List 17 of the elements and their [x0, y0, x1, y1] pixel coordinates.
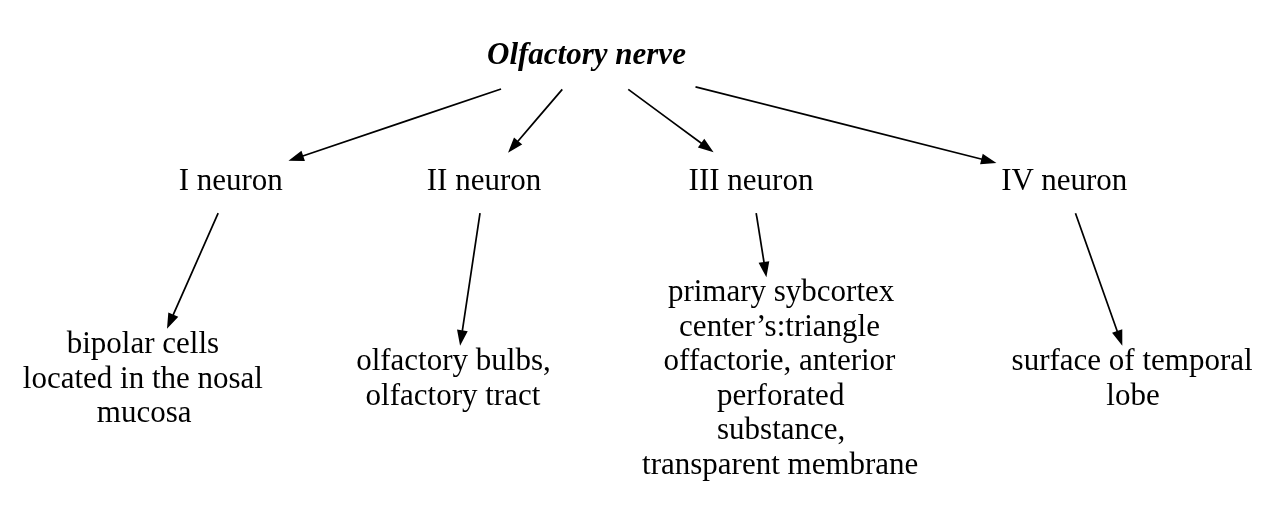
arrow [457, 212, 481, 346]
node-text: surface of temporal lobe [1011, 342, 1253, 412]
node-text: II neuron [426, 161, 542, 197]
arrow [167, 212, 219, 329]
node-text: olfactory bulbs, olfactory tract [356, 342, 551, 412]
arrow [1074, 212, 1123, 346]
arrow [508, 88, 564, 153]
node-text: Olfactory nerve [487, 35, 686, 71]
node-text: IV neuron [1001, 161, 1128, 197]
arrow [627, 88, 714, 153]
arrow [288, 88, 502, 162]
node-text: bipolar cells located in the nosal mucosa [22, 325, 263, 430]
node-text: primary sybcortex center’s:triangle offactorie, anterior perforated substance, transparent membrane [642, 273, 919, 481]
arrow [755, 212, 770, 278]
arrow [694, 86, 997, 165]
node-text: I neuron [178, 161, 283, 197]
node-text: III neuron [688, 161, 814, 197]
